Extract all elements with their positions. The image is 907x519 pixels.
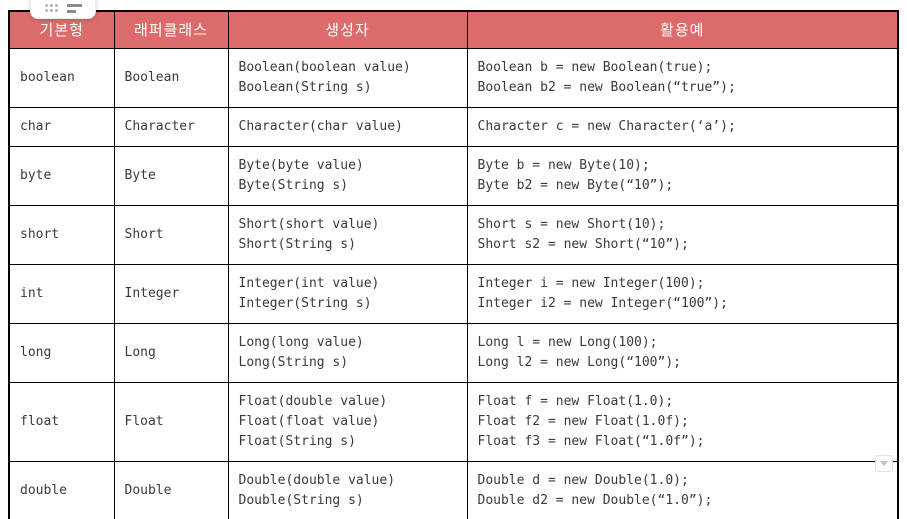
cell-primitive: long: [8, 322, 115, 383]
cell-constructors: Integer(int value) Integer(String s): [227, 263, 468, 324]
cell-primitive: float: [8, 381, 115, 462]
cell-wrapper-class: Double: [113, 460, 229, 519]
column-header-2: 생성자: [227, 10, 468, 49]
cell-wrapper-class: Short: [113, 204, 229, 265]
cell-constructors: Boolean(boolean value) Boolean(String s): [227, 47, 468, 108]
cell-constructors: Float(double value) Float(float value) F…: [227, 381, 468, 462]
cell-primitive: byte: [8, 145, 115, 206]
cell-constructors: Long(long value) Long(String s): [227, 322, 468, 383]
cell-primitive: boolean: [8, 47, 115, 108]
cell-examples: Character c = new Character(‘a’);: [466, 106, 899, 147]
cell-wrapper-class: Float: [113, 381, 229, 462]
cell-wrapper-class: Character: [113, 106, 229, 147]
column-header-3: 활용예: [466, 10, 899, 49]
drag-handle-icon[interactable]: [44, 4, 58, 12]
cell-wrapper-class: Integer: [113, 263, 229, 324]
cell-examples: Short s = new Short(10); Short s2 = new …: [466, 204, 899, 265]
align-lines-icon[interactable]: [66, 3, 82, 13]
cell-constructors: Short(short value) Short(String s): [227, 204, 468, 265]
cell-wrapper-class: Boolean: [113, 47, 229, 108]
cell-examples: Double d = new Double(1.0); Double d2 = …: [466, 460, 899, 519]
cell-primitive: char: [8, 106, 115, 147]
cell-examples: Long l = new Long(100); Long l2 = new Lo…: [466, 322, 899, 383]
block-toolbar: [30, 0, 96, 19]
cell-constructors: Byte(byte value) Byte(String s): [227, 145, 468, 206]
column-header-1: 래퍼클래스: [113, 10, 229, 49]
cell-examples: Boolean b = new Boolean(true); Boolean b…: [466, 47, 899, 108]
cell-constructors: Character(char value): [227, 106, 468, 147]
cell-primitive: double: [8, 460, 115, 519]
cell-primitive: int: [8, 263, 115, 324]
cell-wrapper-class: Long: [113, 322, 229, 383]
cell-wrapper-class: Byte: [113, 145, 229, 206]
chevron-down-icon: [880, 461, 888, 466]
cell-examples: Float f = new Float(1.0); Float f2 = new…: [466, 381, 899, 462]
cell-examples: Byte b = new Byte(10); Byte b2 = new Byt…: [466, 145, 899, 206]
cell-primitive: short: [8, 204, 115, 265]
cell-examples: Integer i = new Integer(100); Integer i2…: [466, 263, 899, 324]
scroll-down-button[interactable]: [875, 455, 893, 472]
cell-constructors: Double(double value) Double(String s): [227, 460, 468, 519]
